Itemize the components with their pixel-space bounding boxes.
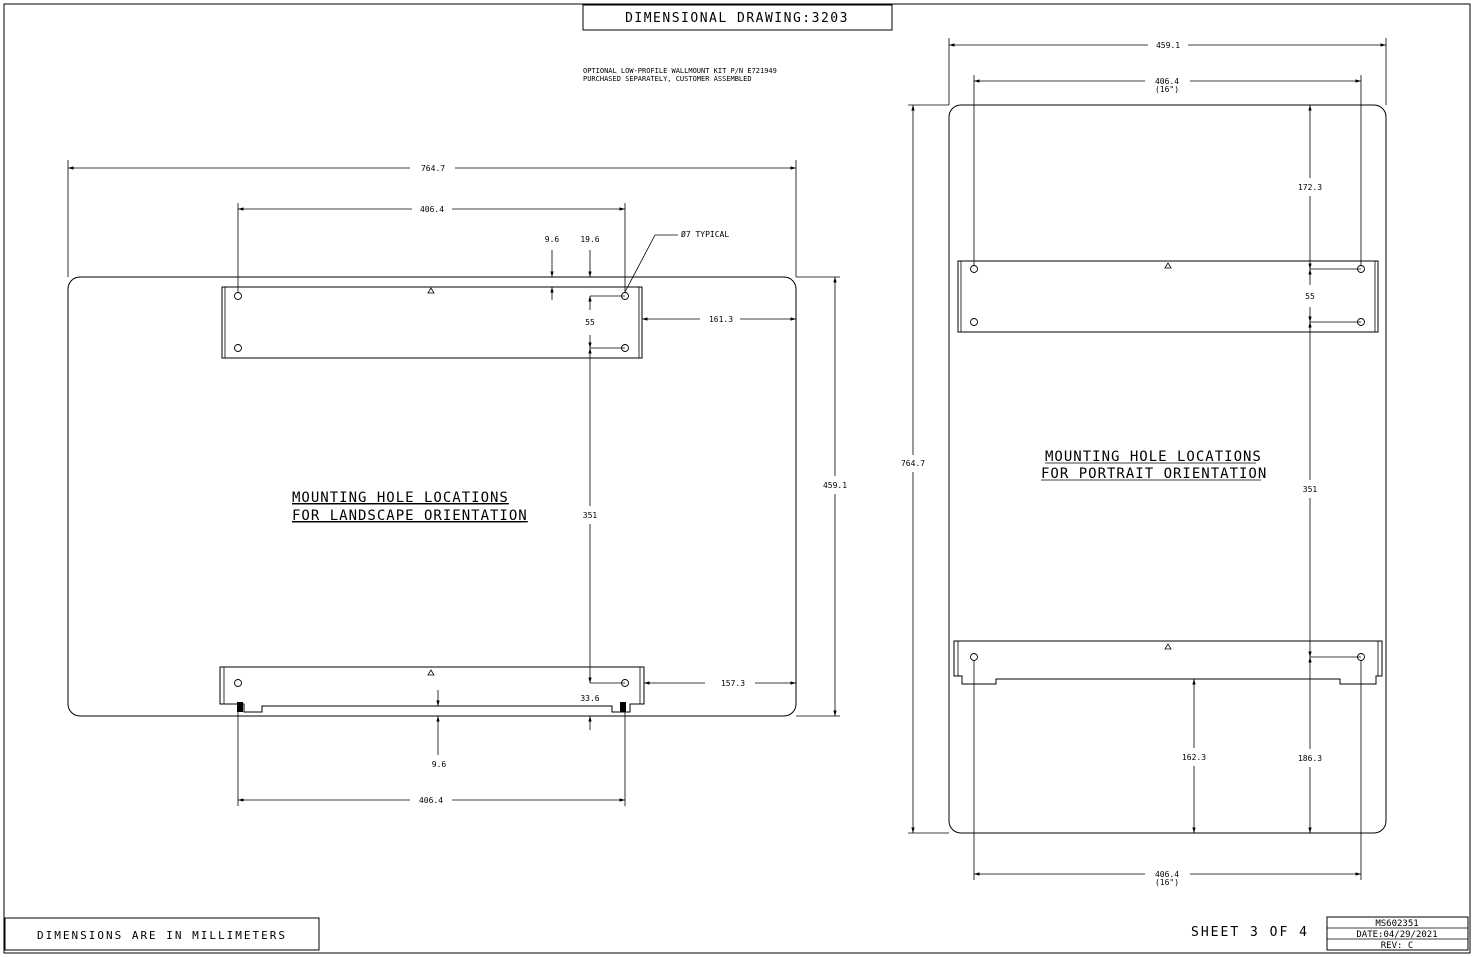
dim-landscape-top-right-offset: 161.3 — [709, 315, 733, 324]
portrait-top-bracket — [957, 260, 1379, 333]
dim-portrait-bottom-left: 162.3 — [1182, 753, 1206, 762]
landscape-bottom-bracket — [219, 666, 645, 713]
sheet-border — [3, 3, 1471, 954]
dim-landscape-bottom-offset: 33.6 — [580, 694, 599, 703]
sheet-number: SHEET 3 OF 4 — [1191, 925, 1309, 940]
landscape-mount-hole — [234, 679, 242, 687]
dim-landscape-vertical-spacing: 351 — [583, 511, 598, 520]
portrait-label-line2: FOR PORTRAIT ORIENTATION — [1041, 466, 1267, 482]
revision-block: MS602351 DATE:04/29/2021 REV: C — [1326, 916, 1469, 951]
dim-landscape-bottom-hole-spacing: 406.4 — [419, 796, 443, 805]
dim-portrait-bottom-hole-spacing: 406.4 — [1155, 870, 1179, 879]
portrait-mount-hole — [970, 265, 978, 273]
units-note-block: DIMENSIONS ARE IN MILLIMETERS — [4, 917, 320, 951]
dim-landscape-bottom-edge: 9.6 — [432, 760, 447, 769]
landscape-top-bracket — [221, 286, 643, 359]
landscape-label-line2: FOR LANDSCAPE ORIENTATION — [292, 508, 528, 524]
dim-portrait-overall-height: 764.7 — [901, 459, 925, 468]
dim-landscape-offset-a: 9.6 — [545, 235, 560, 244]
portrait-label-line1: MOUNTING HOLE LOCATIONS — [1045, 449, 1262, 465]
dim-landscape-slot-spacing: 55 — [585, 318, 595, 327]
landscape-monitor-outline — [67, 276, 797, 717]
dim-portrait-top-hole-spacing-inch: (16") — [1155, 85, 1179, 94]
dim-portrait-top-offset: 172.3 — [1298, 183, 1322, 192]
units-note: DIMENSIONS ARE IN MILLIMETERS — [37, 929, 287, 942]
dim-portrait-slot-spacing: 55 — [1305, 292, 1315, 301]
hole-callout: Ø7 TYPICAL — [681, 229, 729, 239]
landscape-view: 764.7 406.4 9.6 19.6 Ø7 TYPICAL 55 161.3… — [67, 160, 847, 806]
portrait-bottom-bracket — [953, 640, 1383, 685]
kit-note: OPTIONAL LOW-PROFILE WALLMOUNT KIT P/N E… — [583, 67, 777, 83]
kit-note-line2: PURCHASED SEPARATELY, CUSTOMER ASSEMBLED — [583, 75, 752, 83]
landscape-label-line1: MOUNTING HOLE LOCATIONS — [292, 490, 509, 506]
revision-level: REV: C — [1381, 941, 1414, 951]
dim-landscape-offset-b: 19.6 — [580, 235, 599, 244]
kit-note-line1: OPTIONAL LOW-PROFILE WALLMOUNT KIT P/N E… — [583, 67, 777, 75]
part-number: MS602351 — [1375, 919, 1418, 929]
dim-portrait-bottom-right: 186.3 — [1298, 754, 1322, 763]
revision-date: DATE:04/29/2021 — [1356, 930, 1437, 940]
landscape-mount-hole — [234, 292, 242, 300]
landscape-mount-hole — [234, 344, 242, 352]
drawing-title: DIMENSIONAL DRAWING:3203 — [625, 11, 849, 26]
portrait-mount-hole — [970, 318, 978, 326]
portrait-view: 459.1 406.4 (16") 172.3 55 351 764.7 162… — [901, 38, 1387, 887]
dim-portrait-bottom-hole-spacing-inch: (16") — [1155, 878, 1179, 887]
dim-landscape-overall-height: 459.1 — [823, 481, 847, 490]
dim-portrait-overall-width: 459.1 — [1156, 41, 1180, 50]
portrait-monitor-outline — [948, 104, 1387, 834]
dim-landscape-bottom-right-offset: 157.3 — [721, 679, 745, 688]
dim-portrait-vertical-spacing: 351 — [1303, 485, 1318, 494]
dim-landscape-top-hole-spacing: 406.4 — [420, 205, 444, 214]
portrait-mount-hole — [970, 653, 978, 661]
title-block: DIMENSIONAL DRAWING:3203 — [582, 4, 893, 31]
dim-portrait-top-hole-spacing: 406.4 — [1155, 77, 1179, 86]
dim-landscape-overall-width: 764.7 — [421, 164, 445, 173]
